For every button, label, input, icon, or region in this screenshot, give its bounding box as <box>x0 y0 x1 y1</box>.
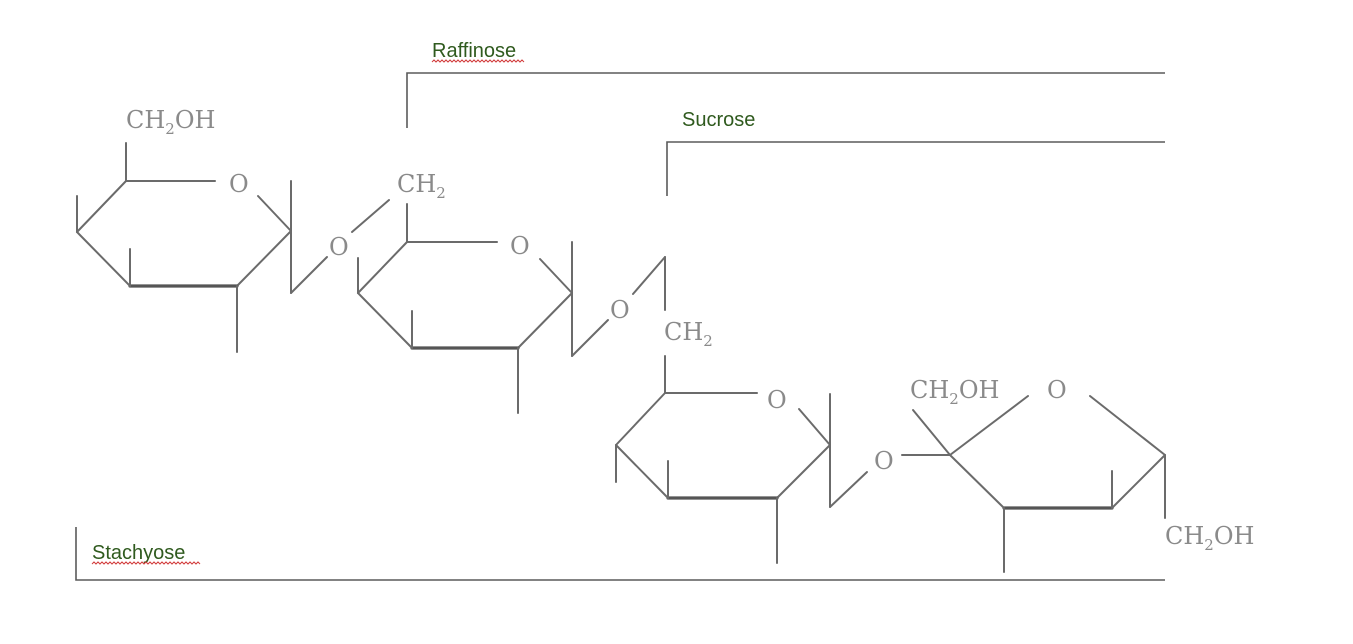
stachyose-label-group: Stachyose <box>91 542 201 565</box>
glycosidic-linkage-1: O CH2 <box>290 170 446 294</box>
linkage-2-oxygen: O <box>610 296 630 324</box>
glycosidic-linkage-2: O CH2 <box>571 256 713 357</box>
raffinose-label: Raffinose <box>432 40 516 62</box>
stachyose-label: Stachyose <box>92 542 185 564</box>
ring-2-galactose: O <box>357 203 573 414</box>
spellcheck-underline <box>91 561 201 565</box>
ring-3-ch2: CH2 <box>664 318 713 350</box>
linkage-3-oxygen: O <box>874 447 894 475</box>
sucrose-bracket <box>666 141 1165 196</box>
raffinose-bracket <box>406 72 1165 128</box>
ring-1-galactose: CH2OH O <box>76 106 292 353</box>
glycosidic-linkage-3: O <box>829 444 951 508</box>
ring-2-ch2: CH2 <box>397 170 446 202</box>
ring-4-fructose: CH2OH O CH2OH <box>910 376 1254 573</box>
ring-3-glucose: O <box>615 355 831 564</box>
stachyose-bracket <box>75 527 1165 581</box>
raffinose-label-group: Raffinose <box>431 40 525 63</box>
ring-1-ch2oh: CH2OH <box>126 106 215 138</box>
ring-3-oxygen: O <box>767 386 787 414</box>
ring-4-ch2oh-top: CH2OH <box>910 376 999 408</box>
spellcheck-underline <box>431 59 525 63</box>
ring-4-ch2oh-bottom: CH2OH <box>1165 522 1254 554</box>
ring-4-oxygen: O <box>1047 376 1067 404</box>
ring-1-oxygen: O <box>229 170 249 198</box>
linkage-1-oxygen: O <box>329 233 349 261</box>
ring-2-oxygen: O <box>510 232 530 260</box>
sucrose-label: Sucrose <box>682 109 755 131</box>
